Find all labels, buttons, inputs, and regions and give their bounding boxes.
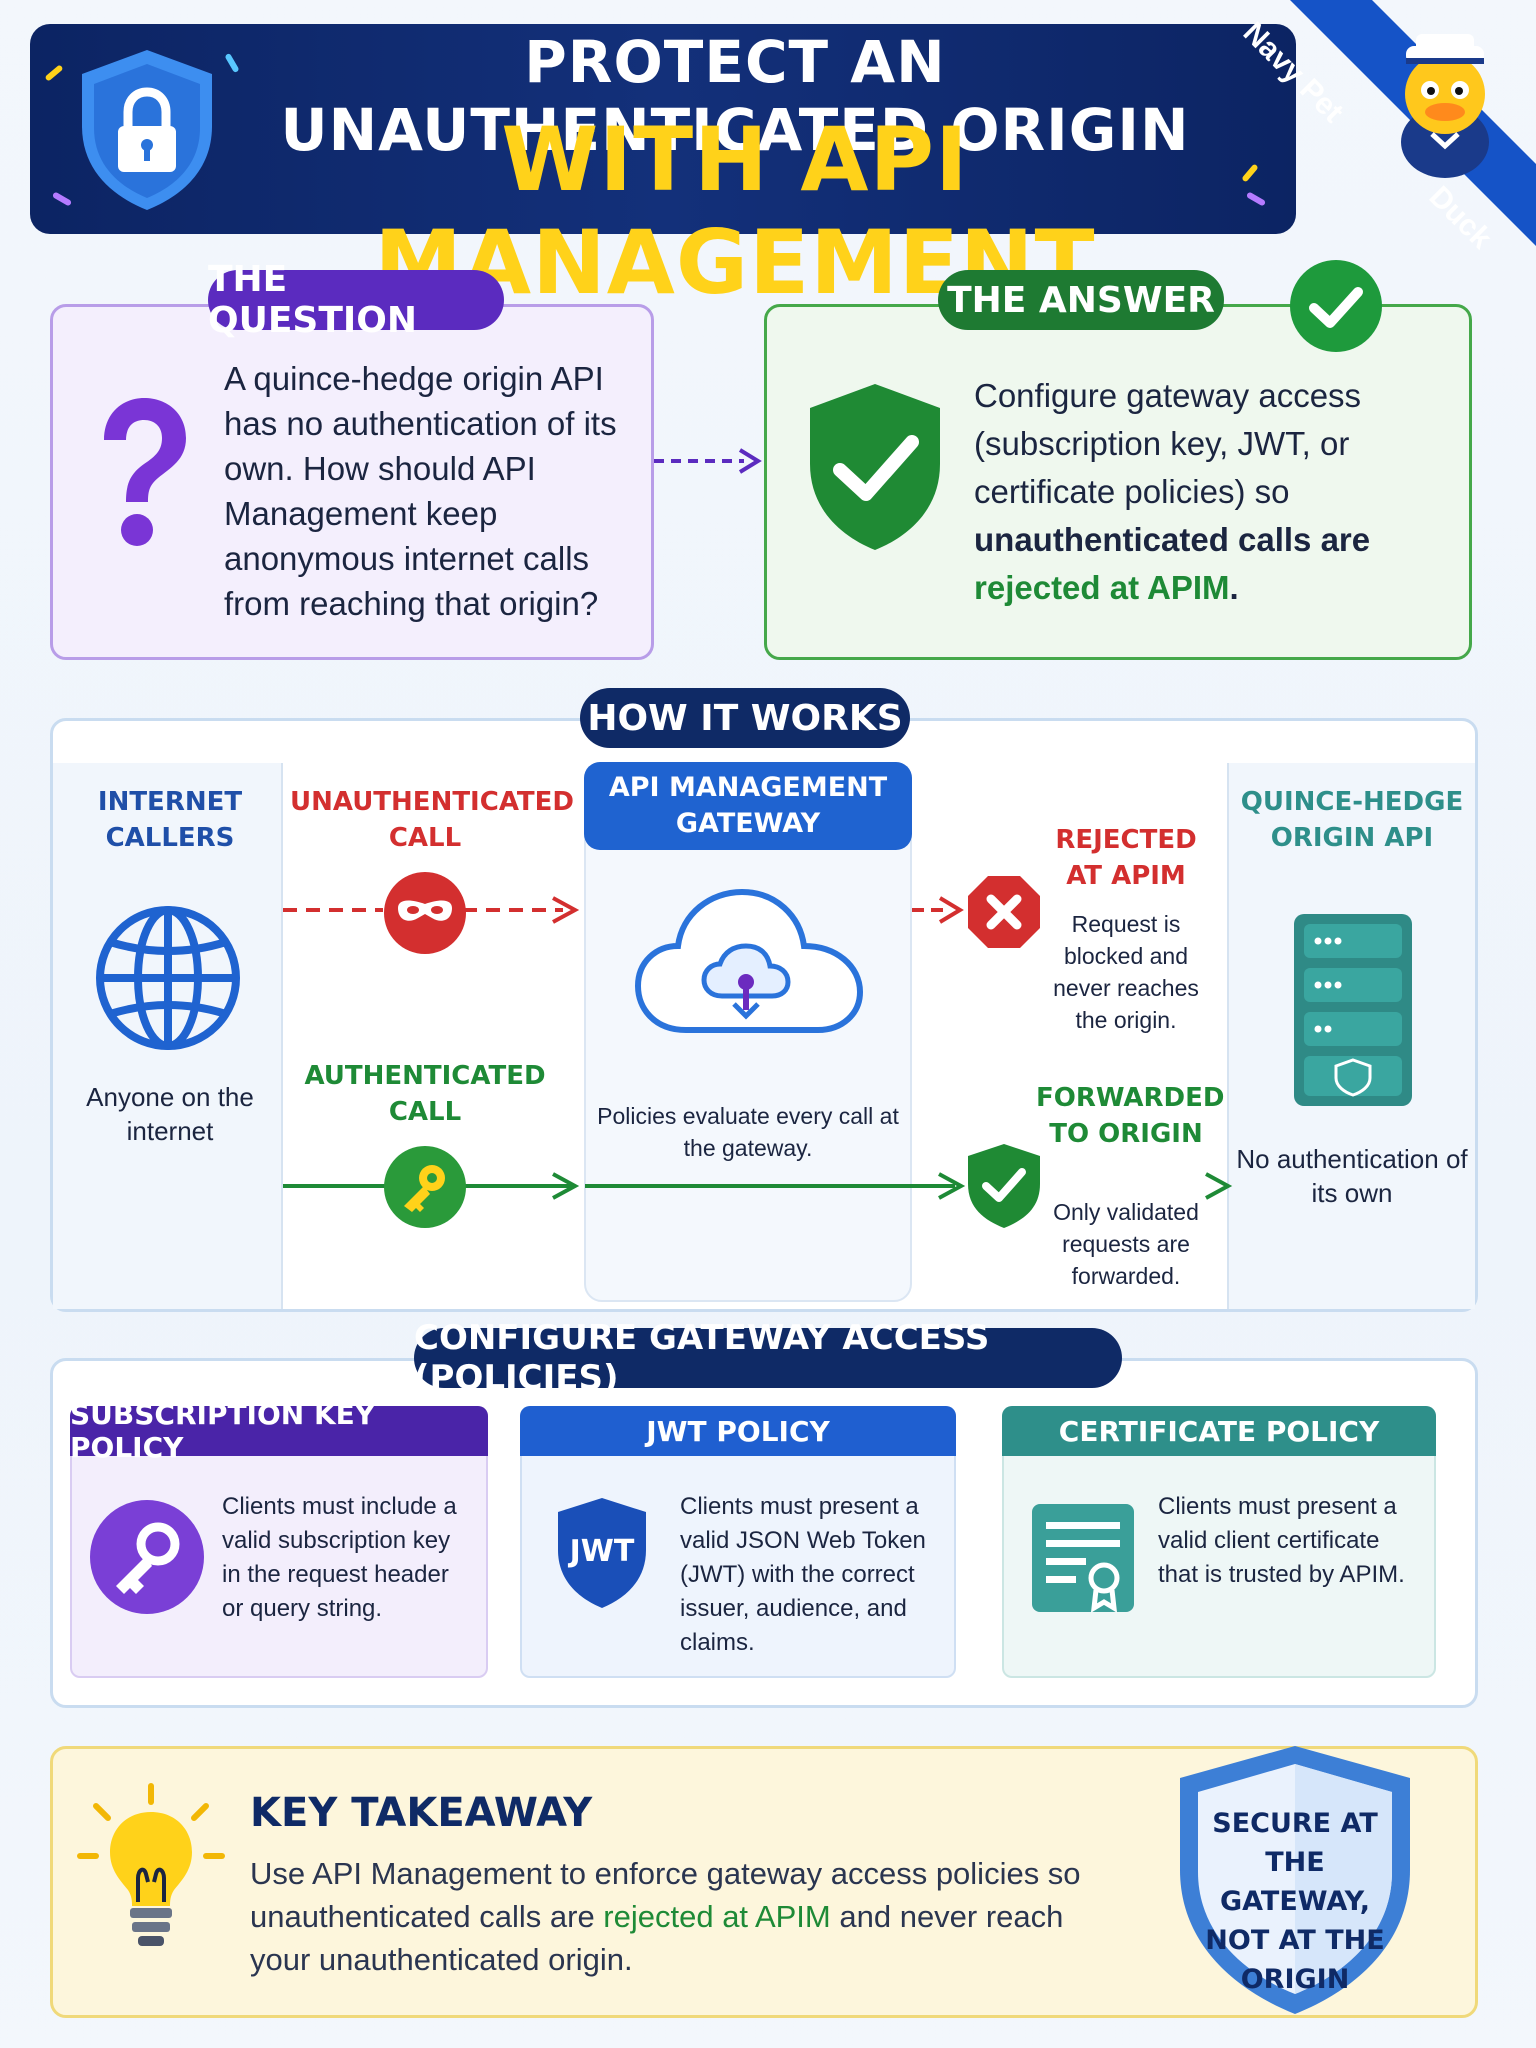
- lightbulb-icon: [77, 1783, 225, 1946]
- check-shield-icon: [810, 384, 940, 550]
- callers-heading: INTERNET CALLERS: [97, 787, 243, 853]
- flow-arrow: [654, 448, 762, 474]
- rejected-heading: REJECTED AT APIM: [1055, 825, 1197, 891]
- jwt-badge: JWT: [569, 1534, 635, 1569]
- cloud-lock-icon: [634, 888, 864, 1033]
- takeaway-text-before: Use API Management to enforce gateway ac…: [250, 1856, 1081, 1934]
- takeaway-text: Use API Management to enforce gateway ac…: [250, 1852, 1130, 1981]
- divider: [281, 763, 283, 1309]
- gateway-caption: Policies evaluate every call at the gate…: [597, 1103, 899, 1161]
- divider: [1227, 763, 1229, 1309]
- answer-text-end: .: [1229, 569, 1239, 606]
- jwt-policy-text: Clients must present a valid JSON Web To…: [680, 1493, 926, 1656]
- forwarded-heading: FORWARDED TO ORIGIN: [1036, 1083, 1225, 1149]
- jwt-shield-icon: [558, 1498, 646, 1608]
- answer-label: THE ANSWER: [938, 270, 1224, 330]
- lock-shield-icon: [82, 50, 212, 210]
- subscription-policy-title: SUBSCRIPTION KEY POLICY: [70, 1398, 488, 1464]
- secure-badge-text: SECURE AT THE GATEWAY, NOT AT THE ORIGIN: [1205, 1808, 1385, 1995]
- forwarded-caption: Only validated requests are forwarded.: [1053, 1199, 1199, 1289]
- origin-heading: QUINCE-HEDGE ORIGIN API: [1240, 787, 1464, 853]
- answer-text: Configure gateway access (subscription k…: [974, 372, 1454, 612]
- takeaway-text-after: and never reach your unauthenticated ori…: [250, 1899, 1064, 1977]
- policies-label: CONFIGURE GATEWAY ACCESS (POLICIES): [414, 1318, 1122, 1398]
- origin-caption: No authentication of its own: [1236, 1144, 1468, 1208]
- globe-icon: [96, 906, 240, 1050]
- auth-heading: AUTHENTICATED CALL: [304, 1061, 546, 1127]
- key-icon: [384, 1146, 466, 1228]
- origin-arrow: [1205, 1172, 1233, 1200]
- mask-icon: [384, 872, 466, 954]
- answer-text-bold: unauthenticated calls are: [974, 521, 1371, 558]
- subscription-policy-text: Clients must include a valid subscriptio…: [222, 1493, 457, 1622]
- certificate-policy-text: Clients must present a valid client cert…: [1158, 1493, 1405, 1588]
- key-icon: [90, 1500, 204, 1614]
- callers-caption: Anyone on the internet: [86, 1082, 254, 1146]
- answer-text-plain: Configure gateway access (subscription k…: [974, 377, 1362, 510]
- gateway-heading: API MANAGEMENT GATEWAY: [584, 762, 912, 850]
- check-shield-icon: [968, 1144, 1040, 1228]
- question-label: THE QUESTION: [208, 259, 504, 341]
- forward-arrow: [585, 1172, 966, 1200]
- question-mark-icon: [104, 398, 186, 546]
- rejected-arrow: [912, 896, 964, 924]
- how-it-works-label: HOW IT WORKS: [580, 688, 910, 748]
- jwt-policy-title: JWT POLICY: [520, 1406, 956, 1456]
- server-rack-icon: [1294, 914, 1412, 1106]
- unauth-heading: UNAUTHENTICATED CALL: [290, 787, 574, 853]
- certificate-icon: [1032, 1504, 1134, 1613]
- shield-icon: [1180, 1746, 1410, 2014]
- x-octagon-icon: [968, 876, 1040, 948]
- header-banner: [30, 24, 1296, 234]
- answer-text-highlight: rejected at APIM: [974, 569, 1230, 606]
- takeaway-text-highlight: rejected at APIM: [603, 1899, 831, 1934]
- duck-mascot-icon: [1401, 34, 1489, 178]
- question-text: A quince-hedge origin API has no authent…: [224, 360, 617, 622]
- rejected-caption: Request is blocked and never reaches the…: [1053, 911, 1199, 1033]
- page-title-line1: PROTECT AN UNAUTHENTICATED ORIGIN: [280, 28, 1190, 164]
- takeaway-title: KEY TAKEAWAY: [250, 1790, 593, 1836]
- check-circle-icon: [1290, 260, 1382, 352]
- unauth-arrow: [283, 896, 580, 924]
- certificate-policy-title: CERTIFICATE POLICY: [1002, 1406, 1436, 1456]
